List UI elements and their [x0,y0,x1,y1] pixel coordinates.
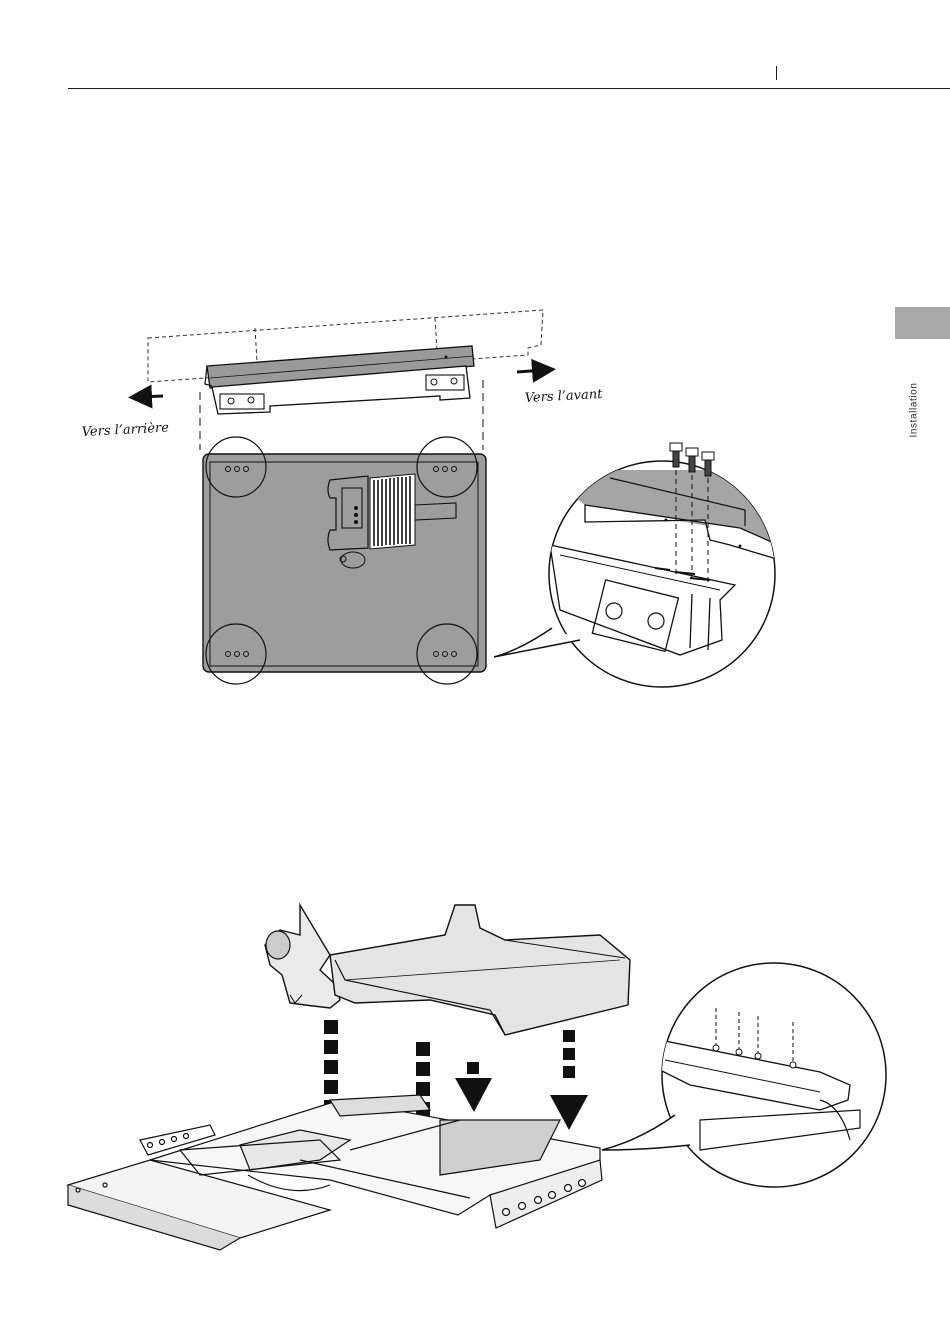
detail-bubble-bottom [602,963,886,1187]
base-frame [68,1095,602,1250]
seat-drawing [265,905,630,1035]
